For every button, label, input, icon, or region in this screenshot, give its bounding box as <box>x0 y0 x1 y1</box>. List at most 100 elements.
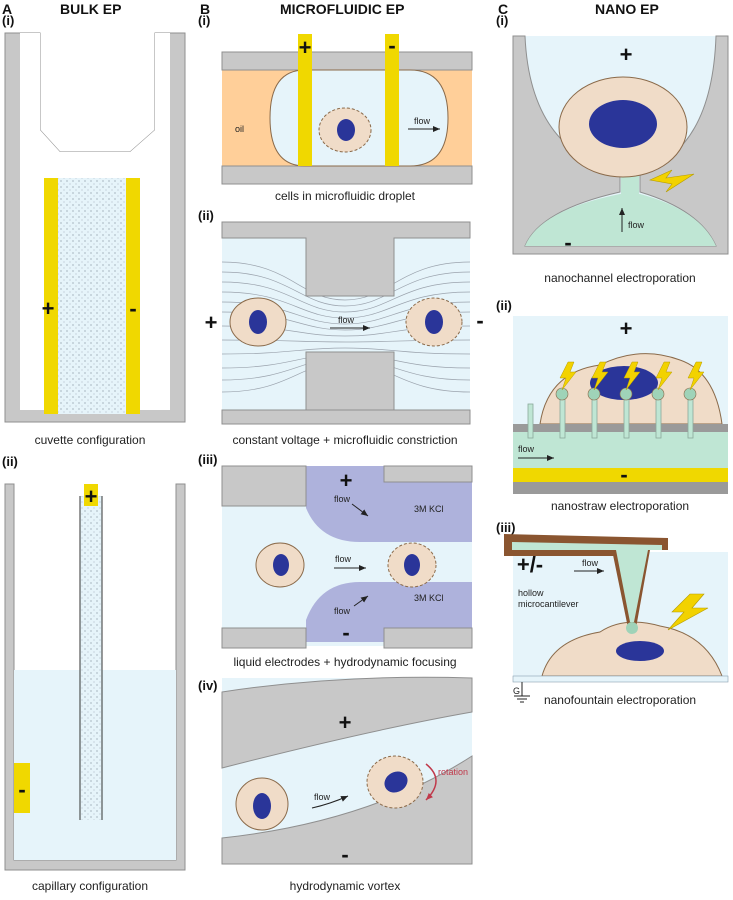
panel-c-i-label: (i) <box>496 13 508 28</box>
cantilever-label-line1: hollow <box>518 588 544 598</box>
nanostraw-caption: nanostraw electroporation <box>551 499 689 513</box>
nanostraw-substrate <box>513 482 728 494</box>
nucleus-before <box>273 554 289 576</box>
panel-b: B MICROFLUIDIC EP (i) + - oil flow cells… <box>198 1 484 893</box>
liquid-electrode-bottom <box>306 582 472 642</box>
vortex-diagram: + - rotation flow <box>221 676 473 867</box>
lightning-bolt-icon <box>559 361 705 391</box>
liquid-flow-top-label: flow <box>334 494 351 504</box>
kcl-bottom-label: 3M KCl <box>414 593 444 603</box>
droplet-caption: cells in microfluidic droplet <box>275 189 416 203</box>
constriction-plus: + <box>205 310 218 335</box>
panel-a-letter: A <box>2 1 12 17</box>
constriction-flow-label: flow <box>338 315 355 325</box>
nanochannel-caption: nanochannel electroporation <box>544 271 695 285</box>
panel-b-iv-label: (iv) <box>198 678 218 693</box>
nanofountain-flow-label: flow <box>582 558 599 568</box>
channel-top-wall <box>221 51 473 71</box>
nanochannel-flow-label: flow <box>628 220 645 230</box>
droplet-diagram: + - oil flow <box>221 33 473 185</box>
cuvette-electrode-left <box>44 178 58 414</box>
capillary-plus: + <box>85 484 98 509</box>
cuvette-plus: + <box>42 296 55 321</box>
liquid-wall-top-right <box>383 465 473 483</box>
panel-a-i-label: (i) <box>2 13 14 28</box>
droplet-electrode-left <box>298 34 312 166</box>
panel-a: A BULK EP (i) + - cuvette configuration … <box>2 1 186 893</box>
capillary-minus: - <box>18 777 25 802</box>
panel-c-title: NANO EP <box>595 1 659 17</box>
droplet-flow-label: flow <box>414 116 431 126</box>
nucleus <box>590 366 658 400</box>
vortex-minus: - <box>341 842 348 867</box>
constriction-diagram: flow + - <box>205 221 484 425</box>
rotation-label: rotation <box>438 767 468 777</box>
nanofountain-caption: nanofountain electroporation <box>544 693 696 707</box>
liquid-flow-top-arrow <box>351 503 369 517</box>
nanostraw-flow-label: flow <box>518 444 535 454</box>
panel-a-title: BULK EP <box>60 1 121 17</box>
nanochannel-minus: - <box>564 230 571 255</box>
cantilever-label-line2: microcantilever <box>518 599 579 609</box>
panel-c-ii-label: (ii) <box>496 298 512 313</box>
panel-b-letter: B <box>200 1 210 17</box>
lightning-bolt-icon <box>667 593 709 631</box>
liquid-electrode-top <box>306 466 472 542</box>
capillary-caption: capillary configuration <box>32 879 148 893</box>
vortex-flow-arrow <box>311 795 349 809</box>
channel-bottom-wall <box>221 165 473 185</box>
vortex-flow-label: flow <box>314 792 331 802</box>
nucleus-after <box>425 310 443 334</box>
capillary-diagram: + - <box>4 483 186 871</box>
nanostraw-minus: - <box>620 462 627 487</box>
liquid-flow-bottom-arrow <box>353 595 369 607</box>
panel-b-title: MICROFLUIDIC EP <box>280 1 404 17</box>
liquid-wall-bottom-right <box>383 627 473 649</box>
capillary-electrode-top <box>84 484 98 506</box>
nanochannel-diagram: + - flow <box>512 35 729 255</box>
panel-c: C NANO EP (i) + - flow nanochannel elect… <box>496 1 729 707</box>
nucleus <box>589 100 657 148</box>
liquid-plus: + <box>340 468 353 493</box>
panel-b-ii-label: (ii) <box>198 208 214 223</box>
nucleus <box>337 119 355 141</box>
panel-b-i-label: (i) <box>198 13 210 28</box>
nanostraw-diagram: + - flow <box>513 316 728 494</box>
kcl-top-label: 3M KCl <box>414 504 444 514</box>
panel-c-letter: C <box>498 1 508 17</box>
droplet-electrode-right <box>385 34 399 166</box>
droplet-minus: - <box>388 33 395 58</box>
cuvette-minus: - <box>129 296 136 321</box>
cuvette-electrode-right <box>126 178 140 414</box>
ground-label: G <box>513 686 520 696</box>
poration-sites <box>555 387 697 401</box>
cantilever-channel <box>512 542 662 622</box>
nanostraw-electrode <box>513 468 728 482</box>
poration-site <box>626 622 638 634</box>
nanostraw-plus: + <box>620 316 633 341</box>
nanofountain-diagram: +/- flow hollow microcantilever G <box>504 534 729 703</box>
nanochannel-reservoir <box>525 194 716 246</box>
constriction-caption: constant voltage + microfluidic constric… <box>232 433 457 447</box>
membrane <box>513 424 728 432</box>
liquid-wall-bottom-left <box>221 627 307 649</box>
lightning-bolt-icon <box>649 169 695 193</box>
liquid-wall-top-left <box>221 465 307 507</box>
capillary-particles <box>80 496 102 820</box>
nucleus-after <box>384 771 408 793</box>
constriction-bottom-wall <box>221 351 471 425</box>
cuvette-diagram: + - <box>4 32 186 423</box>
nanochannel-plus: + <box>620 42 633 67</box>
constriction-minus: - <box>476 308 483 333</box>
nucleus-after <box>404 554 420 576</box>
vortex-plus: + <box>339 710 352 735</box>
panel-a-ii-label: (ii) <box>2 454 18 469</box>
reservoir-wall <box>4 483 186 871</box>
liquid-caption: liquid electrodes + hydrodynamic focusin… <box>233 655 456 669</box>
cell-suspension-particles <box>44 178 140 414</box>
nucleus-before <box>253 793 271 819</box>
cantilever-base <box>504 550 616 556</box>
liquid-flow-bottom-label: flow <box>334 606 351 616</box>
panel-c-iii-label: (iii) <box>496 520 516 535</box>
